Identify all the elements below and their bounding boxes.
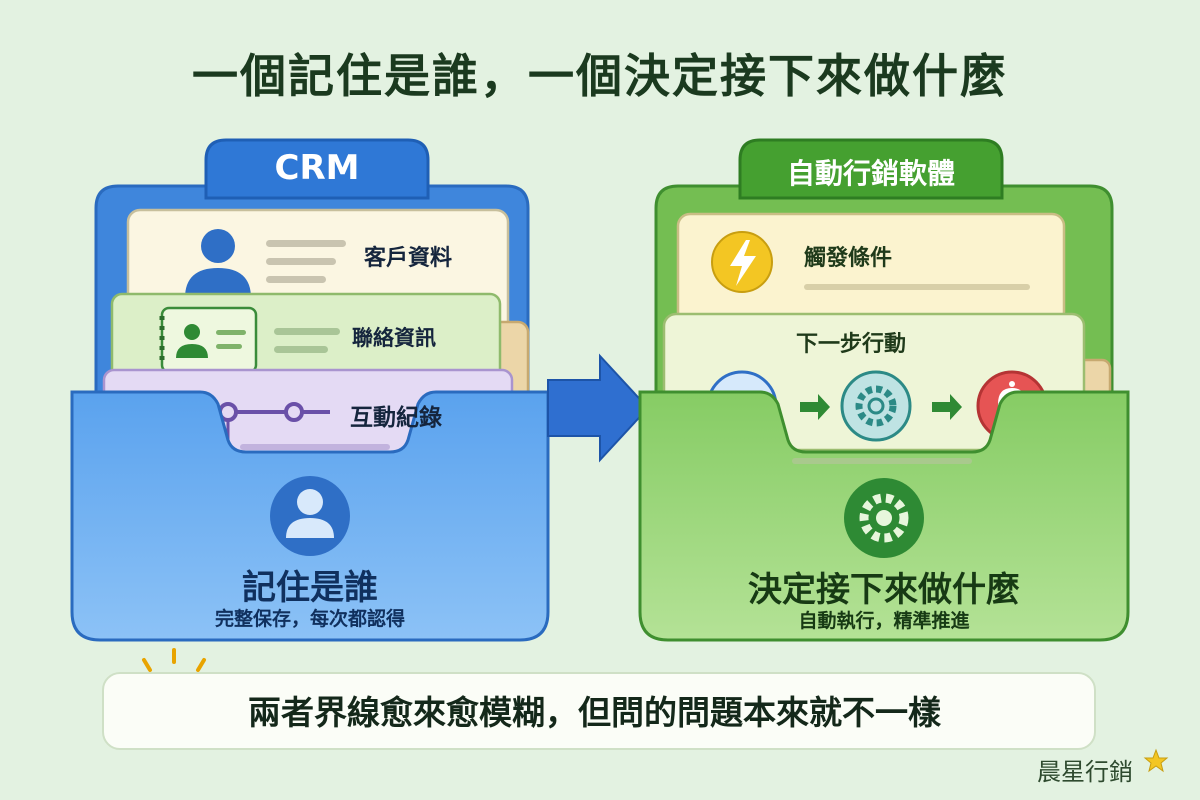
automation-main-label: 決定接下來做什麼 [748,570,1020,610]
card-label-customer-data: 客戶資料 [364,246,453,271]
page-title: 一個記住是誰，一個決定接下來做什麼 [192,49,1008,103]
gear-icon [844,478,924,558]
person-icon [185,229,251,298]
card-label-next-action: 下一步行動 [796,332,907,357]
bottom-note-box [102,672,1096,750]
crm-main-label: 記住是誰 [242,568,378,608]
arrow-icon [932,394,962,420]
card-label-contact-info: 聯絡資訊 [352,326,436,350]
arrow-icon [800,394,830,420]
crm-sub-label: 完整保存，每次都認得 [214,608,405,630]
contact-card-icon [159,306,258,374]
card-label-trigger: 觸發條件 [804,246,893,271]
card-label-interaction-log: 互動紀錄 [350,405,442,431]
crm-tab-label: CRM [274,148,360,188]
marketing-automation-folder [638,138,1130,642]
brand-signature: 晨星行銷 [1037,758,1133,786]
star-icon [1143,748,1169,773]
automation-sub-label: 自動執行，精準推進 [798,610,970,632]
person-icon [270,476,350,556]
automation-tab-label: 自動行銷軟體 [786,157,955,190]
arrow-icon [547,353,650,463]
crm-folder [70,138,550,642]
gear-icon [840,370,912,442]
lightning-icon [711,231,773,293]
bottom-note-text: 兩者界線愈來愈模糊，但問的問題本來就不一樣 [248,693,941,732]
